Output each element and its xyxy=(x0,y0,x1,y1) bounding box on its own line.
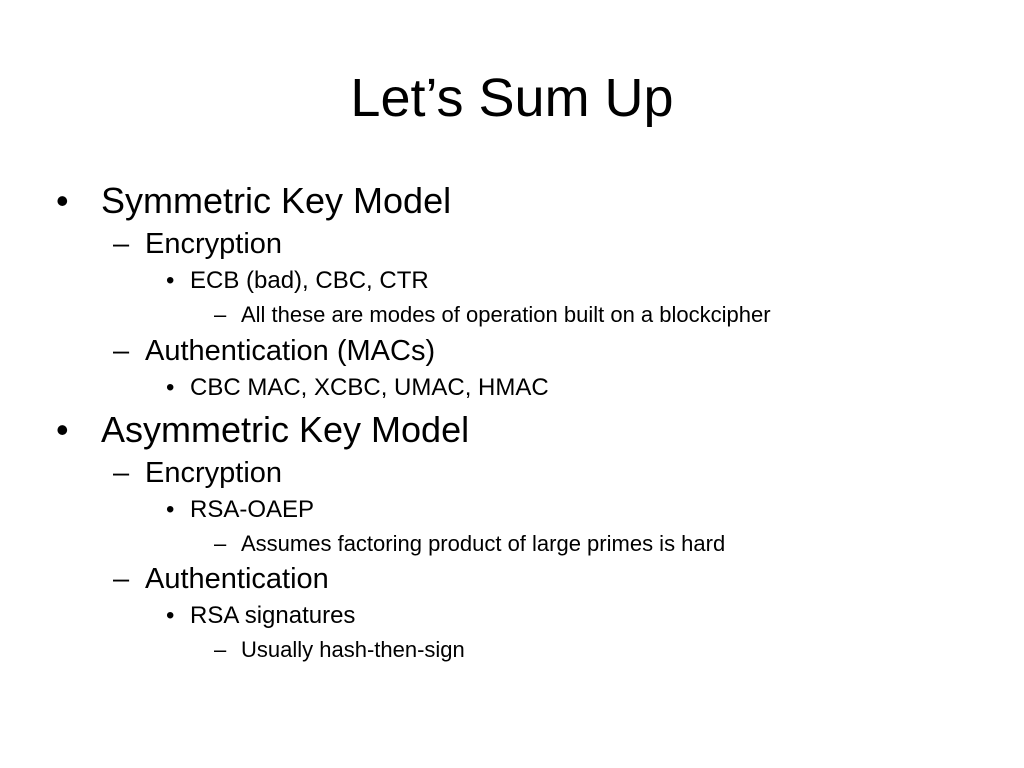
list-item-label: Assumes factoring product of large prime… xyxy=(241,531,726,556)
bullet-dot-icon: • xyxy=(166,496,175,523)
list-item-label: Encryption xyxy=(145,228,283,260)
list-item-label: Encryption xyxy=(145,457,283,489)
bullet-dash-icon: – xyxy=(214,302,227,327)
bullet-dash-icon: – xyxy=(113,457,130,489)
list-item-mac-algorithms: • CBC MAC, XCBC, UMAC, HMAC xyxy=(0,374,1024,402)
bullet-dot-icon: • xyxy=(166,374,175,401)
list-item-label: Symmetric Key Model xyxy=(101,180,452,221)
bullet-dot-icon: • xyxy=(56,409,69,450)
list-item-label: RSA-OAEP xyxy=(190,496,315,523)
list-item-asymmetric-key-model: • Asymmetric Key Model xyxy=(0,409,1024,451)
list-item-factoring-assumption: – Assumes factoring product of large pri… xyxy=(0,531,1024,557)
list-item-label: All these are modes of operation built o… xyxy=(241,302,771,327)
bullet-dash-icon: – xyxy=(214,531,227,556)
list-item-rsa-oaep: • RSA-OAEP xyxy=(0,496,1024,524)
bullet-dot-icon: • xyxy=(166,267,175,294)
list-item-label: CBC MAC, XCBC, UMAC, HMAC xyxy=(190,374,549,401)
list-item-hash-then-sign: – Usually hash-then-sign xyxy=(0,637,1024,663)
bullet-dot-icon: • xyxy=(166,602,175,629)
list-item-label: Authentication (MACs) xyxy=(145,335,436,367)
list-item-asymmetric-authentication: – Authentication xyxy=(0,562,1024,596)
slide-title: Let’s Sum Up xyxy=(350,68,674,128)
list-item-asymmetric-encryption: – Encryption xyxy=(0,456,1024,490)
bullet-dot-icon: • xyxy=(56,180,69,221)
list-item-label: Authentication xyxy=(145,563,329,595)
bullet-dash-icon: – xyxy=(113,335,130,367)
bullet-dash-icon: – xyxy=(113,228,130,260)
list-item-label: RSA signatures xyxy=(190,602,356,629)
list-item-symmetric-encryption: – Encryption xyxy=(0,227,1024,261)
list-item-modes-of-operation: – All these are modes of operation built… xyxy=(0,302,1024,328)
list-item-symmetric-key-model: • Symmetric Key Model xyxy=(0,180,1024,222)
list-item-authentication-macs: – Authentication (MACs) xyxy=(0,334,1024,368)
list-item-label: ECB (bad), CBC, CTR xyxy=(190,267,429,294)
list-item-rsa-signatures: • RSA signatures xyxy=(0,602,1024,630)
list-item-label: Usually hash-then-sign xyxy=(241,637,465,662)
bullet-dash-icon: – xyxy=(214,637,227,662)
list-item-label: Asymmetric Key Model xyxy=(101,409,470,450)
list-item-ecb-cbc-ctr: • ECB (bad), CBC, CTR xyxy=(0,267,1024,295)
bullet-dash-icon: – xyxy=(113,563,130,595)
